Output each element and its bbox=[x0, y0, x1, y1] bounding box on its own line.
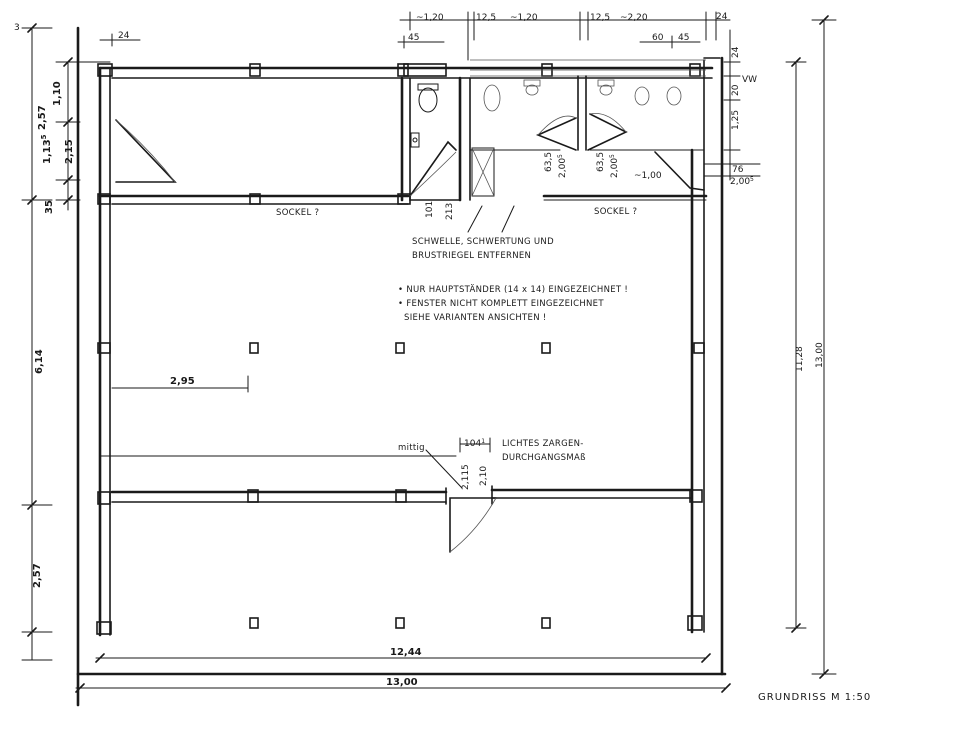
dim-left-sub-1: 1,10 bbox=[52, 81, 63, 106]
dim-101: 101 bbox=[425, 201, 435, 218]
wc-room: 101 213 bbox=[400, 76, 471, 220]
sockel-label-left: SOCKEL ? bbox=[276, 208, 319, 218]
note-schwelle-1: SCHWELLE, SCHWERTUNG UND bbox=[412, 237, 554, 247]
dim-63-5-b: 63,5 bbox=[596, 152, 606, 172]
dim-right-inner: 11,28 bbox=[795, 346, 805, 372]
dim-top-8: 45 bbox=[678, 33, 689, 43]
note-mittig: mittig bbox=[398, 443, 425, 453]
middle-wall: 1041 LICHTES ZARGEN- DURCHGANGSMAß mitti… bbox=[97, 437, 703, 553]
dim-2005-a: 2,005 bbox=[557, 154, 568, 178]
drawing-title: GRUNDRISS M 1:50 bbox=[758, 692, 871, 703]
dim-104: 1041 bbox=[464, 438, 485, 449]
dim-top-7: 60 bbox=[652, 33, 664, 43]
dim-63-5-a: 63,5 bbox=[544, 152, 554, 172]
dim-top-wall: 24 bbox=[118, 31, 130, 41]
dim-top-wall-2: 45 bbox=[408, 33, 419, 43]
dim-right-20: 20 bbox=[731, 84, 741, 96]
note-bullet-1: • NUR HAUPTSTÄNDER (14 x 14) EINGEZEICHN… bbox=[398, 284, 628, 295]
dim-left-top: 2,57 bbox=[37, 105, 48, 130]
dim-213: 213 bbox=[445, 203, 455, 220]
top-dimension-chain: ~1,20 12,5 ~1,20 12,5 ~2,20 24 60 45 24 … bbox=[99, 11, 731, 61]
dim-bottom-outer: 13,00 bbox=[386, 677, 418, 688]
dim-top-6: 24 bbox=[716, 12, 728, 22]
left-dimension-chains: 2,57 1,10 1,135 2,15 35 6,14 2,57 3 bbox=[14, 23, 111, 661]
dim-right-vw: VW bbox=[742, 75, 757, 85]
dim-210: 2,10 bbox=[479, 466, 489, 486]
dim-left-sub-2: 1,135 bbox=[40, 134, 53, 164]
bottom-dimension-chains: 12,44 13,00 bbox=[75, 647, 731, 693]
dim-left-sub-4: 35 bbox=[44, 200, 55, 214]
note-bullet-3: SIEHE VARIANTEN ANSICHTEN ! bbox=[404, 313, 547, 323]
annotations: SCHWELLE, SCHWERTUNG UND BRUSTRIEGEL ENT… bbox=[398, 205, 628, 323]
dim-295: 2,95 bbox=[170, 376, 195, 387]
dim-top-3: ~1,20 bbox=[510, 13, 538, 23]
note-lichtes-2: DURCHGANGSMAß bbox=[502, 453, 586, 463]
upper-left-room: SOCKEL ? bbox=[97, 119, 411, 218]
corner-mark: 3 bbox=[14, 23, 20, 33]
restroom-block: SOCKEL ? 63,5 2,005 63,5 2,005 ~1,00 76 … bbox=[469, 59, 761, 217]
interior-posts bbox=[97, 342, 705, 629]
dim-left-sub-3: 2,15 bbox=[64, 139, 75, 164]
dim-2115: 2,115 bbox=[461, 464, 471, 490]
dim-bottom-inner: 12,44 bbox=[390, 647, 422, 658]
dim-right-outer: 13,00 bbox=[815, 342, 825, 368]
dim-approx-100: ~1,00 bbox=[634, 171, 662, 181]
note-bullet-2: • FENSTER NICHT KOMPLETT EINGEZEICHNET bbox=[398, 299, 604, 309]
dim-2005-c: 2,005 bbox=[730, 176, 754, 187]
note-schwelle-2: BRUSTRIEGEL ENTFERNEN bbox=[412, 251, 531, 261]
sockel-label-right: SOCKEL ? bbox=[594, 207, 637, 217]
note-lichtes-1: LICHTES ZARGEN- bbox=[502, 439, 584, 449]
right-dimension-chains: 11,28 13,00 bbox=[785, 15, 837, 679]
dim-top-1: ~1,20 bbox=[416, 13, 444, 23]
dim-top-2: 12,5 bbox=[476, 13, 496, 23]
dim-top-5: ~2,20 bbox=[620, 13, 648, 23]
dim-left-total: 6,14 bbox=[34, 349, 45, 374]
dim-76: 76 bbox=[732, 165, 744, 175]
dim-295-line: 2,95 bbox=[111, 375, 249, 393]
dim-left-bottom: 2,57 bbox=[32, 563, 43, 588]
dim-top-4: 12,5 bbox=[590, 13, 610, 23]
right-small-dims: 24 VW 20 1,25 bbox=[723, 29, 757, 181]
dim-right-125: 1,25 bbox=[731, 110, 741, 130]
dim-2005-b: 2,005 bbox=[609, 154, 620, 178]
dim-right-24: 24 bbox=[731, 46, 741, 58]
